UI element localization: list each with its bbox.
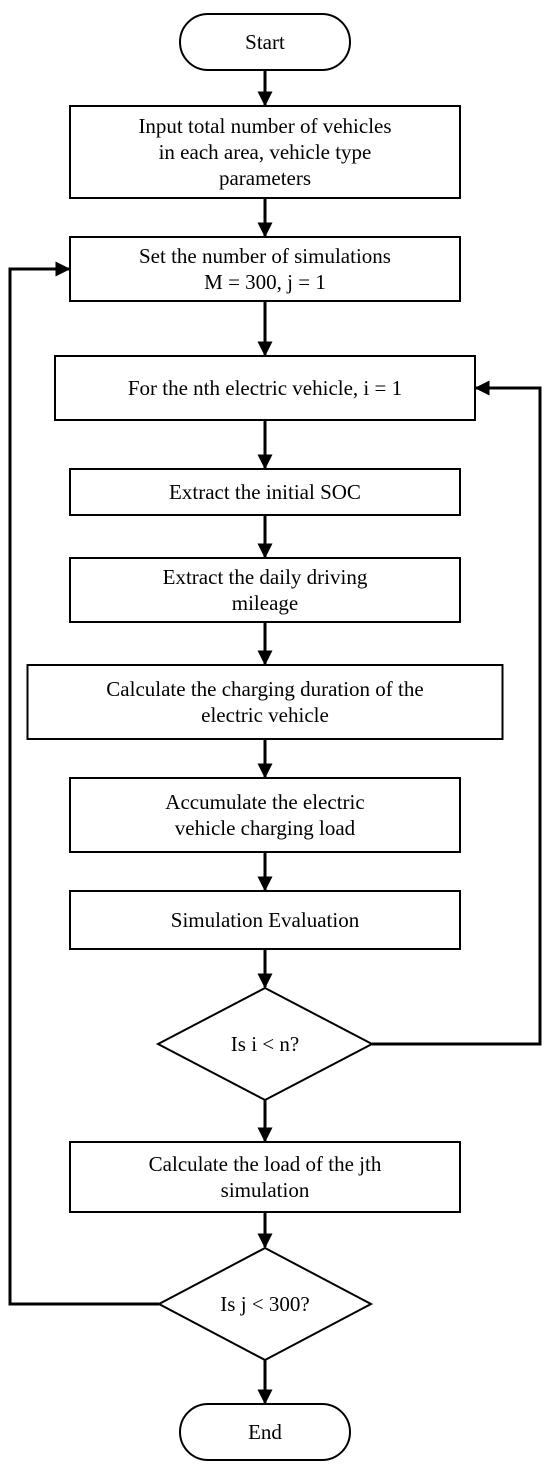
node-label: Start (245, 30, 285, 54)
node-label: Accumulate the electric (165, 790, 364, 814)
node-label: Simulation Evaluation (171, 908, 360, 932)
node-label: Extract the daily driving (163, 565, 368, 589)
terminal-shape (179, 13, 351, 71)
node-label: Set the number of simulations (139, 244, 391, 268)
node-label: simulation (221, 1178, 310, 1202)
process-shape (69, 557, 461, 623)
process-shape (54, 355, 476, 421)
node-evaluation: Simulation Evaluation (69, 890, 461, 950)
edges-layer (8, 70, 542, 1405)
node-check-i: Is i < n? (155, 986, 375, 1102)
process-shape (69, 105, 461, 199)
edge-check-i-to-for-vehicle (372, 380, 542, 1046)
process-shape (69, 1141, 461, 1213)
node-label: mileage (232, 591, 298, 615)
process-shape (26, 664, 504, 740)
node-label: vehicle charging load (175, 816, 356, 840)
node-label: For the nth electric vehicle, i = 1 (128, 376, 402, 400)
edge-check-j-to-set-sims (8, 261, 159, 1306)
node-label: Calculate the charging duration of the (106, 677, 423, 701)
node-end: End (179, 1403, 351, 1461)
decision-shape (156, 1246, 374, 1362)
node-for-vehicle: For the nth electric vehicle, i = 1 (54, 355, 476, 421)
node-label: M = 300, j = 1 (204, 270, 326, 294)
node-extract-soc: Extract the initial SOC (69, 468, 461, 516)
node-label: Calculate the load of the jth (149, 1152, 382, 1176)
node-label: electric vehicle (201, 703, 329, 727)
node-label: End (248, 1420, 282, 1444)
node-label: Is i < n? (231, 1032, 299, 1056)
node-label: Is j < 300? (220, 1292, 309, 1316)
node-start: Start (179, 13, 351, 71)
node-label: in each area, vehicle type (159, 140, 372, 164)
node-label: parameters (219, 166, 311, 190)
decision-shape (155, 986, 375, 1102)
node-label: Input total number of vehicles (138, 114, 391, 138)
node-check-j: Is j < 300? (156, 1246, 374, 1362)
process-shape (69, 468, 461, 516)
node-calc-duration: Calculate the charging duration of theel… (26, 664, 504, 740)
process-shape (69, 236, 461, 302)
node-label: Extract the initial SOC (169, 480, 361, 504)
process-shape (69, 777, 461, 853)
process-shape (69, 890, 461, 950)
terminal-shape (179, 1403, 351, 1461)
